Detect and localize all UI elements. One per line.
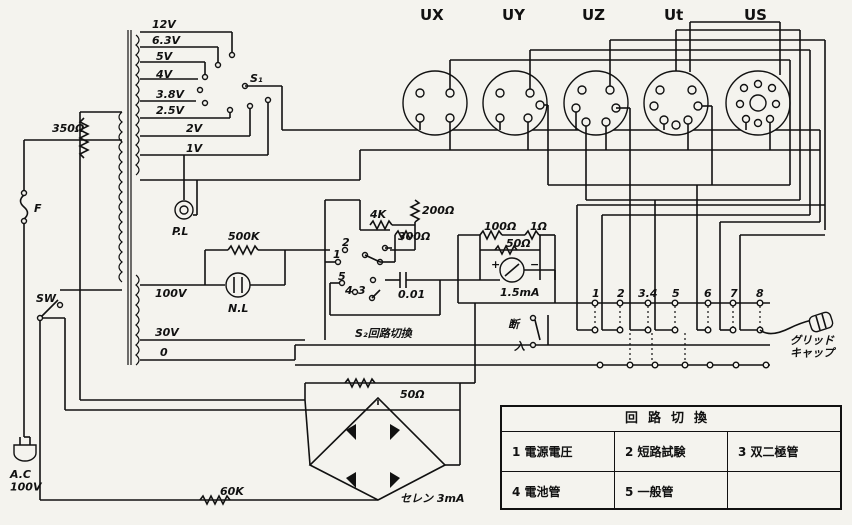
resistor-60k-label: 60K (220, 485, 245, 498)
resistor-network (369, 199, 421, 263)
meter-sign-minus: − (530, 258, 539, 271)
capacitor (385, 235, 459, 315)
mode-cell: 5 一般管 (615, 472, 728, 510)
transformer-core (127, 30, 132, 365)
pin-label-7: 7 (730, 287, 738, 300)
break-label-1: 断 (508, 318, 522, 331)
resistor-1-label: 1Ω (530, 220, 547, 233)
primary-circuit (19, 111, 460, 501)
resistor-200-label: 200Ω (422, 204, 454, 217)
resistor-350 (78, 117, 90, 159)
svg-text:+: + (491, 258, 500, 271)
s2-label: S₂回路切換 (355, 327, 413, 340)
resistor-50-meter-label: 50Ω (506, 237, 531, 250)
resistor-300-label: 300Ω (398, 230, 430, 243)
pin-label-3-4: 3.4 (638, 287, 658, 300)
bridge-rectifier (199, 303, 476, 506)
pilot-lamp (174, 155, 198, 220)
tap-label-6-3v: 6.3V (152, 34, 181, 47)
mode-cell (728, 472, 840, 510)
fuse-label: F (34, 202, 42, 215)
primary-label-0: 0 (160, 346, 168, 359)
tube-label-us: US (744, 6, 767, 24)
mode-table-row: 1 電源電圧 2 短路試験 3 双二極管 (502, 432, 840, 472)
pin-number-labels: 1 2 3.4 5 6 7 8 (592, 287, 764, 300)
tube-label-uz: UZ (582, 6, 605, 24)
resistor-100-label: 100Ω (484, 220, 516, 233)
resistor-500k-label: 500K (228, 230, 261, 243)
primary-label-100v: 100V (155, 287, 188, 300)
pilot-lamp-label: P.L (172, 225, 188, 238)
socket-wiring (419, 21, 826, 236)
s2-pos-2: 2 (342, 236, 350, 249)
mode-table-title: 回路切換 (502, 407, 840, 432)
s1-label: S₁ (250, 72, 263, 85)
secondary-taps (140, 31, 820, 181)
resistor-50-bottom-label: 50Ω (400, 388, 425, 401)
fuse-symbol (20, 189, 28, 225)
tube-labels: UX UY UZ Ut US (420, 6, 767, 24)
tap-label-5v: 5V (156, 50, 174, 63)
switch-label: SW (36, 292, 57, 305)
primary-winding (118, 111, 123, 283)
capacitor-label: 0.01 (398, 288, 425, 301)
tube-sockets (402, 70, 791, 136)
tap-label-1v: 1V (186, 142, 204, 155)
tap-label-12v: 12V (152, 18, 177, 31)
pin-label-2: 2 (617, 287, 625, 300)
tap-label-3-8v: 3.8V (156, 88, 185, 101)
grid-cap-label: グリッドキャップ (790, 334, 837, 360)
neon-lamp-label: N.L (228, 302, 248, 315)
primary-resistor-label: 350Ω (52, 122, 84, 135)
selenium-label: セレン 3mA (400, 492, 464, 505)
power-switch[interactable] (36, 299, 64, 322)
pin-label-5: 5 (672, 287, 680, 300)
s2-pos-5: 5 (338, 270, 346, 283)
pin-label-6: 6 (704, 287, 712, 300)
pin-label-1: 1 (592, 287, 600, 300)
secondary-winding (135, 34, 140, 366)
mode-cell: 2 短路試験 (615, 432, 728, 471)
pin-drops (576, 185, 760, 331)
break-label-2: 入 (514, 340, 525, 353)
tube-label-uy: UY (502, 6, 526, 24)
tap-label-2v: 2V (186, 122, 204, 135)
s2-position-labels: 1 2 3 4 5 (333, 236, 366, 297)
meter-label: 1.5mA (500, 286, 539, 299)
pin-label-8: 8 (756, 287, 764, 300)
s2-pos-1: 1 (333, 248, 341, 261)
s2-switch[interactable] (324, 199, 440, 340)
transformer-tap-labels: 12V 6.3V 5V 4V 3.8V 2.5V 2V 1V 100V 30V … (52, 18, 204, 359)
primary-label-30v: 30V (155, 326, 180, 339)
s2-pos-3: 3 (358, 284, 366, 297)
tube-label-ut: Ut (664, 6, 683, 24)
mode-cell: 4 電池管 (502, 472, 615, 510)
tap-label-2-5v: 2.5V (156, 104, 185, 117)
tap-label-4v: 4V (155, 68, 174, 81)
circuit-mode-table: 回路切換 1 電源電圧 2 短路試験 3 双二極管 4 電池管 5 一般管 (500, 405, 842, 510)
break-switch[interactable] (529, 314, 549, 349)
neon-lamp-circuit (204, 244, 330, 298)
mode-cell: 3 双二極管 (738, 445, 799, 459)
resistor-4k-label: 4K (369, 208, 388, 221)
meter-circuit (458, 229, 556, 303)
primary-output (140, 284, 305, 361)
svg-text:−: − (530, 258, 539, 271)
mode-cell: 1 電源電圧 (502, 432, 615, 471)
s1-switch[interactable] (196, 51, 821, 131)
meter-sign-plus: + (491, 258, 500, 271)
grid-cap[interactable] (759, 311, 834, 335)
s2-pos-4: 4 (344, 284, 353, 297)
mode-table-row: 4 電池管 5 一般管 (502, 472, 840, 510)
tube-label-ux: UX (420, 6, 444, 24)
ac-plug[interactable] (13, 430, 37, 462)
